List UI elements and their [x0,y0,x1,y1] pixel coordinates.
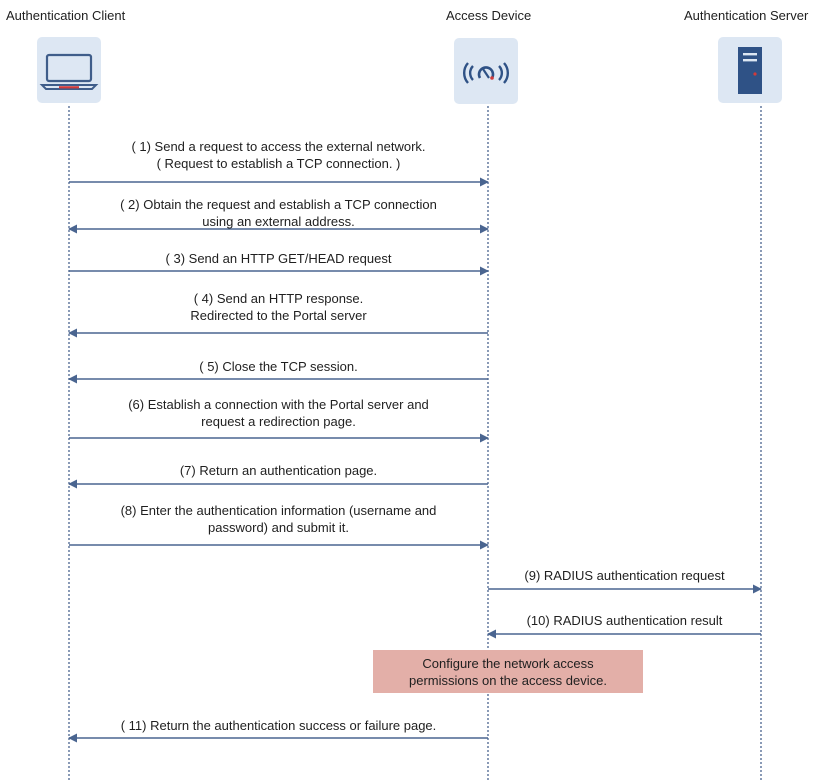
client-label: Authentication Client [6,8,126,23]
client-icon-tile [37,37,101,103]
message-6-label: (6) Establish a connection with the Port… [128,397,429,429]
device-icon-tile [454,38,518,104]
server-label: Authentication Server [684,8,809,23]
message-2-label: ( 2) Obtain the request and establish a … [120,197,437,229]
wireless-access-point-icon [463,62,509,84]
laptop-icon [39,53,99,90]
message-4-label: ( 4) Send an HTTP response. Redirected t… [190,291,367,323]
message-7-label: (7) Return an authentication page. [179,463,378,478]
server-icon [738,47,762,94]
message-11-label: ( 11) Return the authentication success … [120,718,437,733]
message-8-label: (8) Enter the authentication information… [120,503,437,535]
message-5-label: ( 5) Close the TCP session. [199,359,358,374]
server-icon-tile [718,37,782,103]
message-1-label: ( 1) Send a request to access the extern… [131,139,426,171]
device-label: Access Device [446,8,532,23]
message-10-label: (10) RADIUS authentication result [526,613,723,628]
note-box: Configure the network access permissions… [373,650,643,693]
message-9-label: (9) RADIUS authentication request [524,568,725,583]
message-3-label: ( 3) Send an HTTP GET/HEAD request [165,251,392,266]
